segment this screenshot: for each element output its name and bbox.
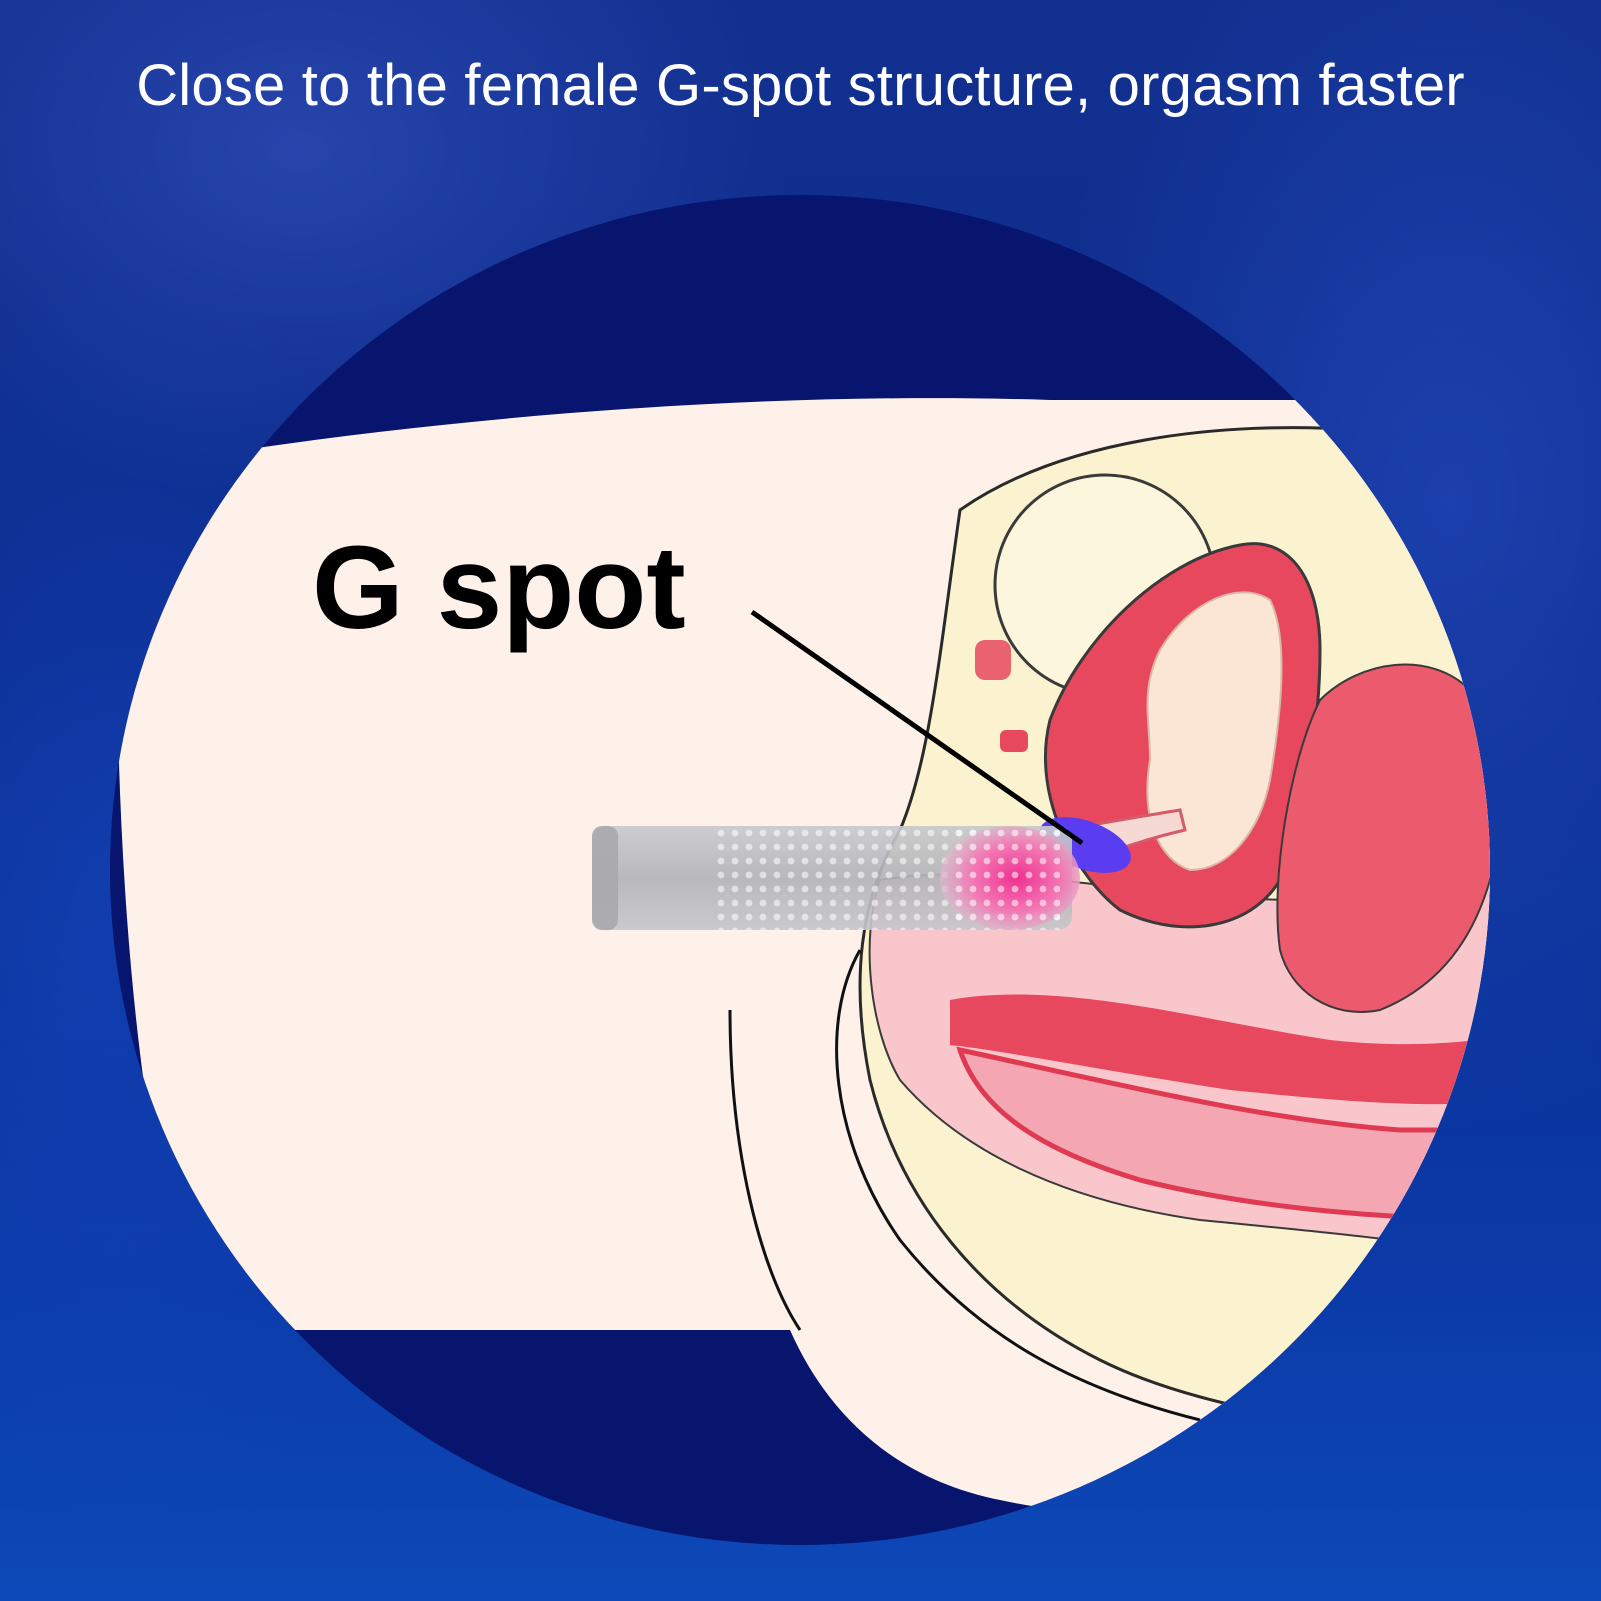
bowel — [1276, 663, 1490, 1013]
clitoris-mark — [975, 640, 1011, 680]
thigh-line — [835, 949, 1201, 1422]
rectum — [950, 994, 1490, 1105]
device-tip-texture — [950, 830, 1060, 926]
urethra-mark — [1000, 730, 1028, 752]
buttock-line — [728, 1009, 802, 1331]
label-pointer-line — [750, 609, 1084, 846]
page-title: Close to the female G-spot structure, or… — [136, 53, 1465, 118]
g-spot-label: G spot — [312, 522, 686, 654]
device-rim — [592, 826, 618, 930]
uterus-lining — [1146, 591, 1283, 872]
